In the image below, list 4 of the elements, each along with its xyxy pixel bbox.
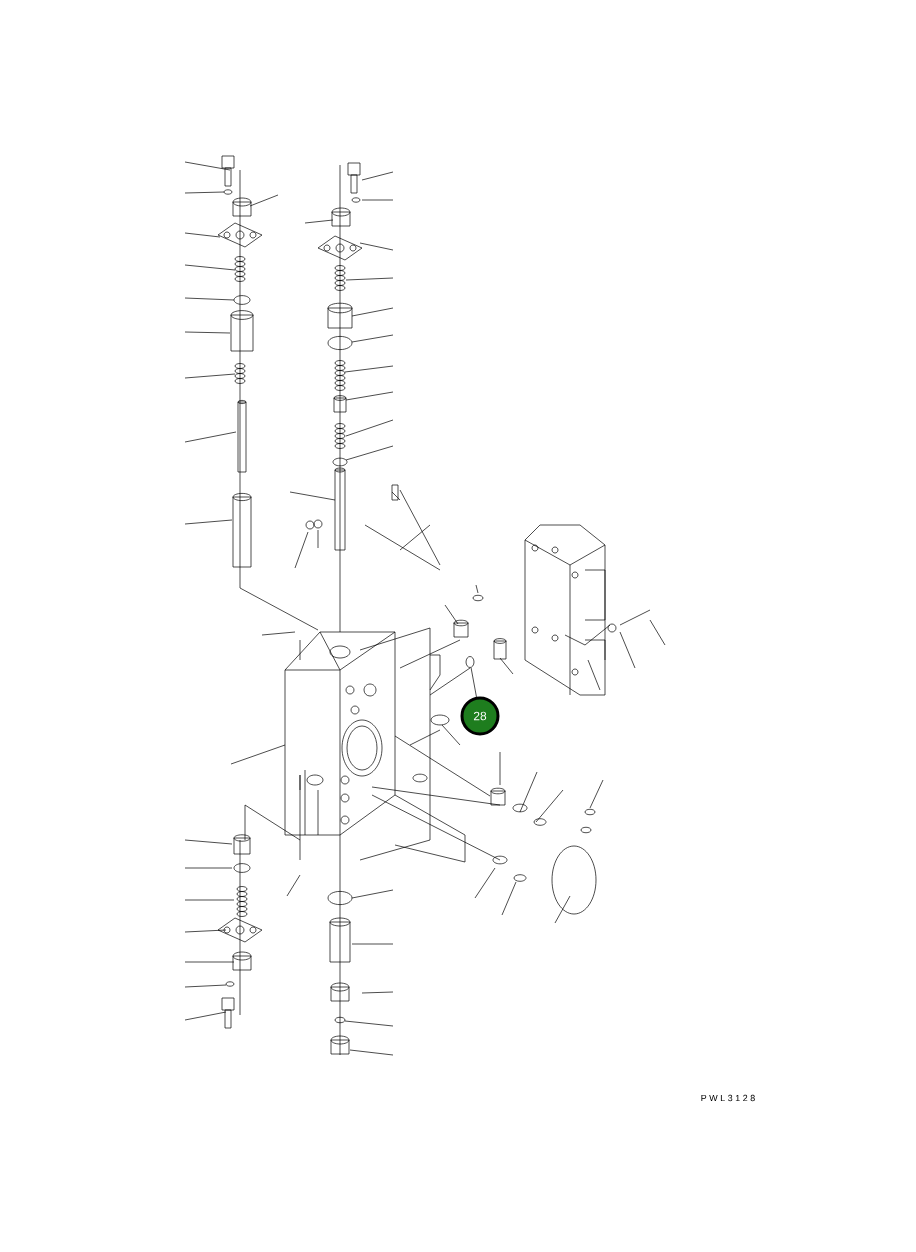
callout-number: 28 <box>460 696 500 736</box>
o-ring <box>465 656 475 668</box>
drawing-number: P W L 3 1 2 8 <box>701 1094 755 1102</box>
leader-line <box>470 667 477 698</box>
